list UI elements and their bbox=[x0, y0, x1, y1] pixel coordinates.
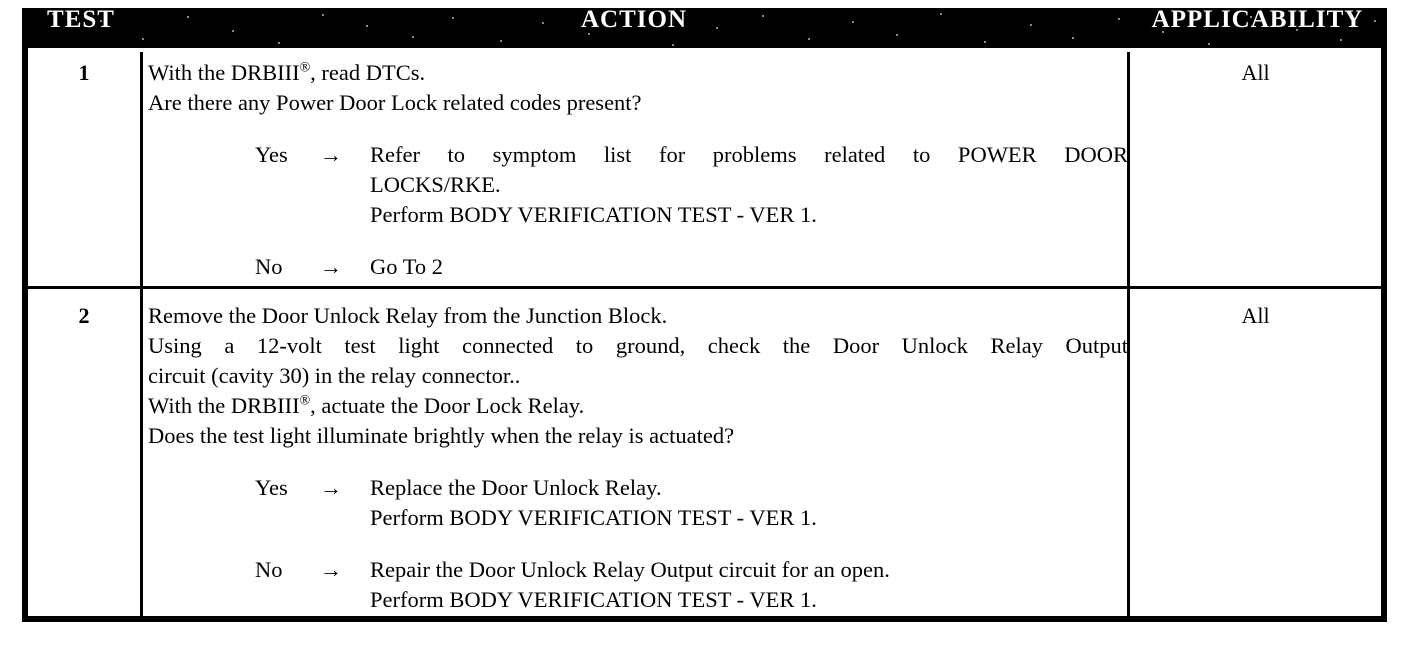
statement-line: Using a 12-volt test light connected to … bbox=[148, 333, 1128, 358]
row-divider bbox=[22, 286, 1387, 289]
action-cell-row-1: With the DRBIII®, read DTCs. Are there a… bbox=[148, 58, 1128, 282]
table-border-left bbox=[22, 48, 28, 622]
statement-line: Does the test light illuminate brightly … bbox=[148, 423, 735, 448]
branch-label: Yes bbox=[255, 475, 288, 500]
branch-no: No → Go To 2 bbox=[148, 252, 1128, 282]
table-header-band bbox=[22, 8, 1387, 48]
arrow-icon: → bbox=[320, 142, 342, 167]
table-row: 2 bbox=[78, 303, 90, 328]
column-header-test: TEST bbox=[47, 6, 115, 33]
applicability-value-row-2: All bbox=[1241, 303, 1270, 328]
branch-label: Yes bbox=[255, 142, 288, 167]
column-divider-action-applicability bbox=[1127, 52, 1130, 618]
statement-line: With the DRBIII®, actuate the Door Lock … bbox=[148, 393, 585, 418]
branch-line: Repair the Door Unlock Relay Output circ… bbox=[370, 557, 890, 582]
branch-line: Replace the Door Unlock Relay. bbox=[370, 475, 662, 500]
table-row: 1 bbox=[78, 60, 90, 85]
branch-yes: Yes → Replace the Door Unlock Relay. Per… bbox=[148, 473, 1128, 533]
action-cell-row-2: Remove the Door Unlock Relay from the Ju… bbox=[148, 301, 1128, 615]
statement-line: circuit (cavity 30) in the relay connect… bbox=[148, 363, 521, 388]
branch-label: No bbox=[255, 254, 283, 279]
table-border-bottom bbox=[22, 616, 1387, 622]
registered-trademark-icon: ® bbox=[299, 393, 311, 409]
arrow-icon: → bbox=[320, 475, 342, 500]
statement-line: With the DRBIII®, read DTCs. bbox=[148, 60, 426, 85]
arrow-icon: → bbox=[320, 557, 342, 582]
branch-label: No bbox=[255, 557, 283, 582]
arrow-icon: → bbox=[320, 254, 342, 279]
statement-line: Are there any Power Door Lock related co… bbox=[148, 90, 642, 115]
branch-line: Perform BODY VERIFICATION TEST - VER 1. bbox=[370, 505, 817, 530]
column-header-action: ACTION bbox=[580, 6, 687, 33]
registered-trademark-icon: ® bbox=[299, 60, 311, 76]
column-header-applicability: APPLICABILITY bbox=[1151, 6, 1364, 33]
branch-line: Go To 2 bbox=[370, 254, 444, 279]
branch-line: LOCKS/RKE. bbox=[370, 172, 501, 197]
branch-line: Perform BODY VERIFICATION TEST - VER 1. bbox=[370, 587, 817, 612]
branch-yes: Yes → Refer to symptom list for problems… bbox=[148, 140, 1128, 230]
branch-line: Refer to symptom list for problems relat… bbox=[370, 142, 1128, 167]
statement-line: Remove the Door Unlock Relay from the Ju… bbox=[148, 303, 668, 328]
table-border-right bbox=[1381, 48, 1387, 622]
applicability-value-row-1: All bbox=[1241, 60, 1270, 85]
column-divider-test-action bbox=[140, 52, 143, 618]
branch-no: No → Repair the Door Unlock Relay Output… bbox=[148, 555, 1128, 615]
branch-line: Perform BODY VERIFICATION TEST - VER 1. bbox=[370, 202, 817, 227]
